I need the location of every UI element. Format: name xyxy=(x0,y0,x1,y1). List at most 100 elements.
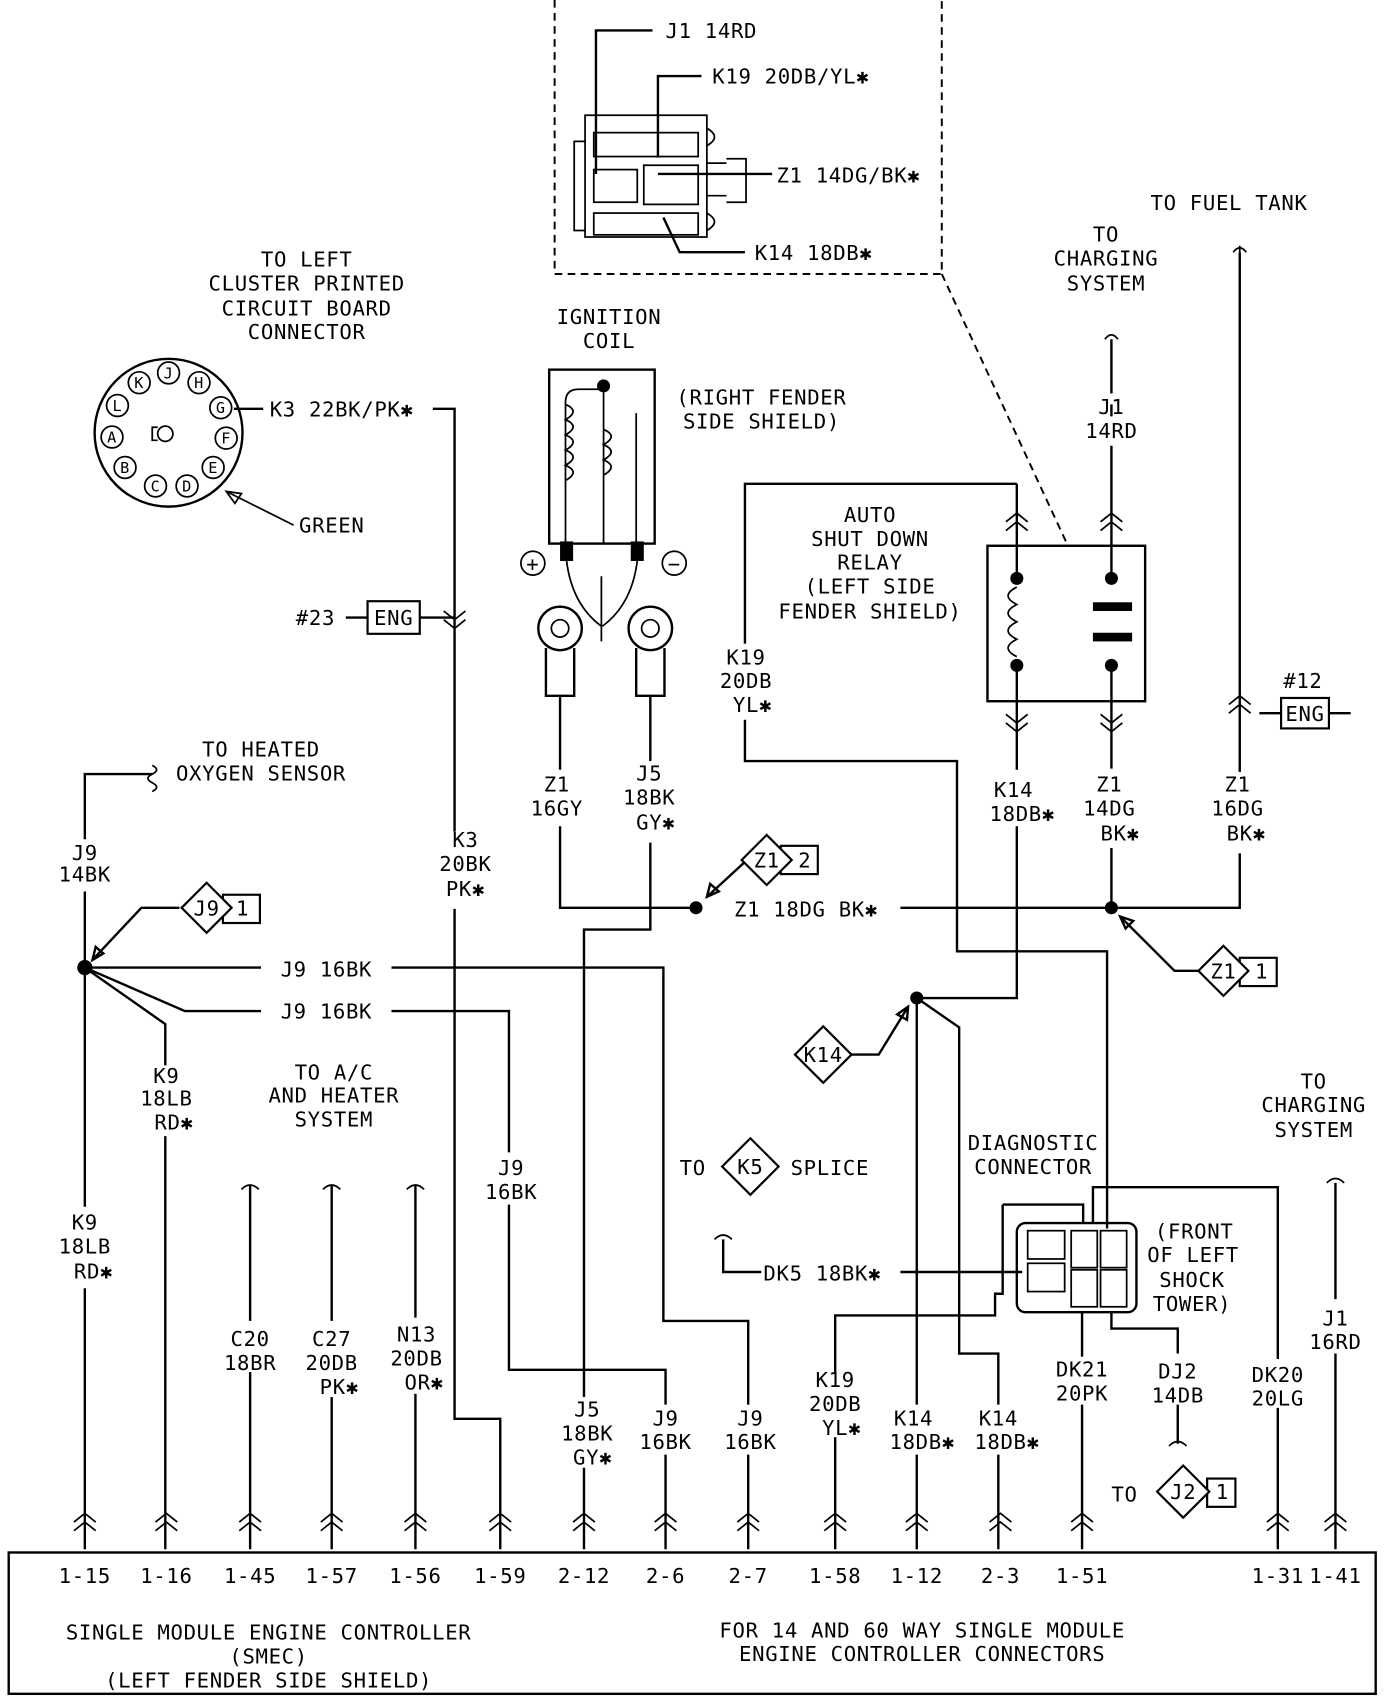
dk21-label-2: 20PK xyxy=(1056,1381,1108,1405)
z1-18dg-label: Z1 18DG BK✱ xyxy=(734,897,878,921)
charging-right-2: CHARGING xyxy=(1261,1093,1366,1117)
z1-14dg-label-1: Z1 xyxy=(1096,772,1122,796)
connector-chevron-icon xyxy=(1070,1512,1094,1532)
eng12-ground-label: ENG xyxy=(1285,702,1324,726)
ac-label-3: SYSTEM xyxy=(295,1107,373,1131)
controller-pin-label: 2-6 xyxy=(646,1564,685,1588)
j5-coil-label-1: J5 xyxy=(636,762,662,786)
charging-top-3: SYSTEM xyxy=(1067,271,1145,295)
controller-title-1: SINGLE MODULE ENGINE CONTROLLER xyxy=(66,1620,472,1644)
diagnostic-connector-icon xyxy=(1015,1221,1138,1314)
ac-heater-wires: TO A/C AND HEATER SYSTEM C20 18BR C27 20… xyxy=(224,1061,443,1550)
cluster-wire-label: K3 22BK/PK✱ xyxy=(270,397,414,421)
n13-label-1: N13 xyxy=(397,1323,436,1347)
charging-top-2: CHARGING xyxy=(1054,246,1159,270)
cluster-pin xyxy=(113,455,137,480)
inset-k19-label: K19 20DB/YL✱ xyxy=(712,65,869,89)
k9-upper-label-3: RD✱ xyxy=(154,1111,193,1135)
connector-chevron-icon xyxy=(1228,694,1252,714)
k19-relay-label-1: K19 xyxy=(726,645,765,669)
j2-splice-num: 1 xyxy=(1216,1480,1229,1504)
controller-pin-label: 1-15 xyxy=(59,1564,111,1588)
controller-pin-label: 1-16 xyxy=(140,1564,192,1588)
connector-chevrons xyxy=(73,512,1347,1532)
connector-chevron-icon xyxy=(823,1512,847,1532)
j5-low-label-1: J5 xyxy=(574,1398,600,1422)
controller-title-2: (SMEC) xyxy=(229,1644,307,1668)
relay-icon xyxy=(986,544,1147,703)
k14-23-label-1: K14 xyxy=(979,1406,1018,1430)
j2-to-label: TO xyxy=(1111,1482,1137,1506)
k19-low-label-2: 20DB xyxy=(809,1392,861,1416)
controller-pin-label: 1-57 xyxy=(306,1564,358,1588)
relay-title-4: (LEFT SIDE xyxy=(805,575,936,599)
k14-112-label-2: 18DB✱ xyxy=(889,1430,954,1454)
c27-label-3: PK✱ xyxy=(320,1375,359,1399)
k19-relay-label-3: YL✱ xyxy=(733,693,772,717)
cluster-pin xyxy=(143,474,168,498)
j9-14bk-label-1: J9 xyxy=(72,841,98,865)
cluster-pin-label: D xyxy=(182,477,192,495)
minus-terminal-label: − xyxy=(668,552,681,576)
asd-relay-connector-inset: J1 14RD K19 20DB/YL✱ Z1 14DG/BK✱ K14 18D… xyxy=(553,0,1069,547)
n13-label-3: OR✱ xyxy=(404,1370,443,1394)
j5-low-label-2: 18BK xyxy=(561,1422,613,1446)
j1-14rd-label-2: 14RD xyxy=(1085,419,1137,443)
j1-16rd-label-1: J1 xyxy=(1322,1306,1348,1330)
dk5-label: DK5 18BK✱ xyxy=(763,1262,881,1286)
c20-label-2: 18BR xyxy=(224,1351,276,1375)
k19-low-label-3: YL✱ xyxy=(822,1416,861,1440)
cluster-pin-label: F xyxy=(221,430,231,448)
cluster-pin xyxy=(105,393,130,418)
ac-label-2: AND HEATER xyxy=(268,1083,399,1107)
k5-splice-label: SPLICE xyxy=(791,1156,869,1180)
k9-lower-label-2: 18LB xyxy=(59,1235,111,1259)
diagnostic-connector: TO K5 SPLICE DIAGNOSTIC CONNECTOR (FRONT… xyxy=(680,1069,1366,1550)
j1-14rd-label-1: J1 xyxy=(1098,395,1124,419)
k9-lower-label-1: K9 xyxy=(72,1211,98,1235)
cluster-pin-label: E xyxy=(208,459,218,477)
cluster-connector: TO LEFT CLUSTER PRINTED CIRCUIT BOARD CO… xyxy=(93,247,502,1550)
inset-k14-label: K14 18DB✱ xyxy=(755,241,873,265)
cluster-title-1: TO LEFT xyxy=(261,247,353,271)
relay-title-1: AUTO xyxy=(844,503,896,527)
controller-pin-label: 1-51 xyxy=(1056,1564,1108,1588)
controller-title-3: (LEFT FENDER SIDE SHIELD) xyxy=(105,1668,432,1692)
diag-location-3: SHOCK xyxy=(1159,1268,1224,1292)
k5-to-label: TO xyxy=(680,1156,706,1180)
connector-chevron-icon xyxy=(1005,713,1029,733)
j9-mid-label-2: 16BK xyxy=(485,1180,537,1204)
c27-label-2: 20DB xyxy=(306,1351,358,1375)
auto-shutdown-relay: AUTO SHUT DOWN RELAY (LEFT SIDE FENDER S… xyxy=(720,222,1159,1229)
k19-low-label-1: K19 xyxy=(816,1368,855,1392)
cluster-pin xyxy=(156,361,181,385)
controller-pin-label: 1-56 xyxy=(389,1564,441,1588)
charging-right-3: SYSTEM xyxy=(1274,1118,1352,1142)
connector-chevron-icon xyxy=(404,1512,427,1532)
cluster-pin xyxy=(175,474,199,498)
cluster-title-3: CIRCUIT BOARD xyxy=(222,296,392,320)
k3-label-1: K3 xyxy=(452,828,478,852)
connector-chevron-icon xyxy=(736,1512,760,1532)
connector-chevron-icon xyxy=(989,1512,1012,1532)
diag-title-1: DIAGNOSTIC xyxy=(968,1131,1099,1155)
connector-chevron-icon xyxy=(1100,713,1123,733)
dj2-label-2: 14DB xyxy=(1152,1383,1204,1407)
cluster-pin xyxy=(127,370,151,395)
k14-splice-id: K14 xyxy=(804,1043,843,1067)
eng12-number: #12 xyxy=(1283,669,1322,693)
j5-low-label-3: GY✱ xyxy=(573,1445,612,1469)
connector-chevron-icon xyxy=(154,1512,178,1532)
c27-label-1: C27 xyxy=(312,1327,351,1351)
k5-splice-id: K5 xyxy=(737,1155,763,1179)
z1-16dg-label-1: Z1 xyxy=(1224,772,1250,796)
j9-splice-id: J9 xyxy=(194,896,220,920)
connector-chevron-icon xyxy=(1100,512,1123,532)
connector-chevron-icon xyxy=(73,1512,97,1532)
cluster-pin-label: C xyxy=(151,477,161,495)
z1-splice-2-num: 2 xyxy=(798,849,811,873)
j9-mid-label-1: J9 xyxy=(498,1156,524,1180)
z1-splice-2-id: Z1 xyxy=(754,849,780,873)
